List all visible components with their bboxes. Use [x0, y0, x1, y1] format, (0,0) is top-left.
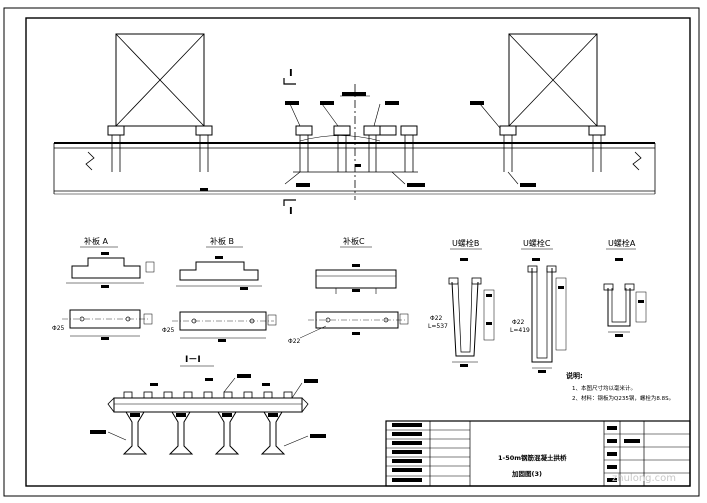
u-bolt-a-title: U螺栓A: [608, 238, 636, 248]
notes-line-1: 1、本图尺寸均以毫米计。: [572, 384, 636, 392]
plate-c-diameter: Φ22: [288, 338, 301, 345]
section-cut-line: I I: [283, 68, 356, 217]
plate-c-title: 补板C: [343, 236, 365, 246]
plate-a-diameter: Φ25: [52, 325, 65, 332]
elevation-view: I I: [53, 33, 656, 217]
u-bolt-b-title: U螺栓B: [452, 238, 479, 248]
plate-views: 补板 A 补板 B 补板C Φ25 Φ25: [52, 236, 409, 345]
section-girders: [122, 411, 286, 455]
notes-title: 说明:: [566, 371, 583, 380]
section-leaders: [107, 377, 309, 447]
title-block-row-labels: [392, 423, 640, 482]
section-marker-top: I: [289, 68, 293, 79]
plate-b-diameter: Φ25: [162, 327, 175, 334]
drawing-name-line-1: 1-50m钢筋混凝土拱桥: [498, 453, 567, 462]
title-block: 1-50m钢筋混凝土拱桥 加固图(3): [385, 420, 691, 487]
notes-line-2: 2、材料：钢板为Q235钢，螺栓为8.8S。: [572, 394, 674, 402]
section-view: I－I: [90, 355, 326, 455]
u-bolt-b-diameter: Φ22: [430, 315, 443, 322]
u-bolt-views: U螺栓B U螺栓C U螺栓A Φ22 L=537 Φ22 L=419: [428, 238, 647, 373]
right-tower: [499, 33, 606, 172]
u-bolt-b-length: L=537: [428, 323, 448, 330]
center-bolt-group: [293, 125, 418, 173]
section-label-blocks: [90, 374, 326, 438]
drawing-name-line-2: 加固图(3): [511, 469, 542, 478]
u-bolt-c-diameter: Φ22: [512, 319, 525, 326]
notes: 说明: 1、本图尺寸均以毫米计。 2、材料：钢板为Q235钢，螺栓为8.8S。: [566, 371, 674, 402]
section-bolts: [123, 391, 293, 399]
section-title: I－I: [185, 355, 201, 365]
watermark: zhulong.com: [612, 473, 676, 484]
u-bolt-c-length: L=419: [510, 327, 530, 334]
outer-frame: [3, 7, 700, 497]
plate-b-title: 补板 B: [210, 236, 234, 246]
u-bolt-c-title: U螺栓C: [523, 238, 551, 248]
plate-a-title: 补板 A: [84, 236, 109, 246]
left-tower: [107, 33, 213, 172]
section-girder-plates: [130, 378, 278, 417]
elevation-label-blocks: [200, 92, 536, 191]
section-marker-bottom: I: [289, 206, 293, 217]
elevation-leaders: [284, 95, 519, 185]
inner-frame: [25, 17, 691, 487]
